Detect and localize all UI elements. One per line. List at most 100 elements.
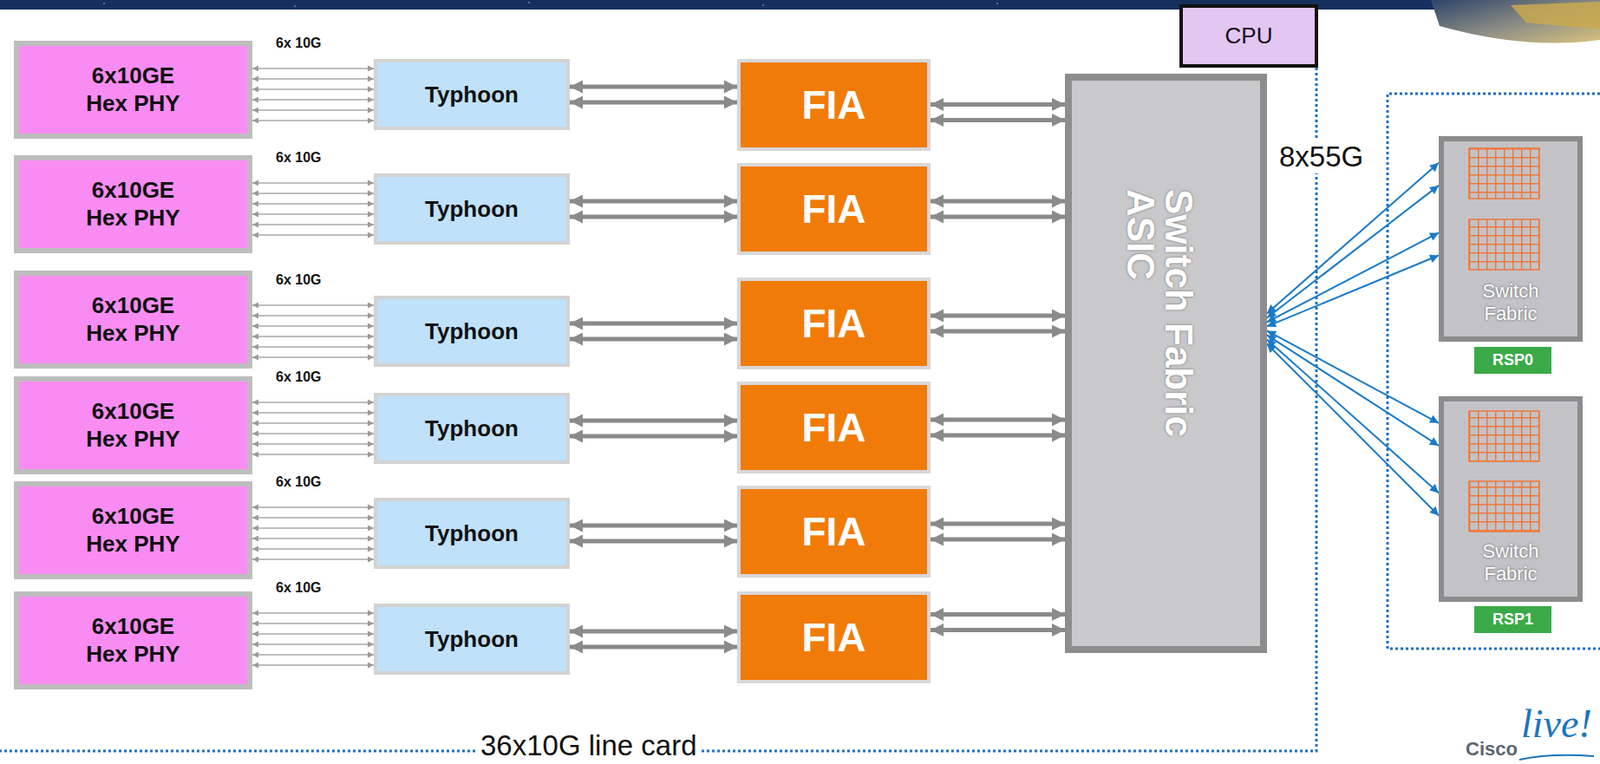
lane-link [252, 119, 374, 122]
node-text: FIA [801, 613, 866, 661]
internal-link [930, 199, 1065, 204]
link-rate: 6x 10G [275, 474, 321, 490]
fabric-link [1266, 339, 1439, 493]
internal-link [569, 539, 738, 544]
internal-link [569, 321, 738, 327]
link-rate: 6x 10G [275, 272, 321, 288]
npu-box: Typhoon [373, 392, 570, 464]
internal-link [569, 523, 738, 529]
logo-text: Cisco [1465, 737, 1518, 761]
rsp-fabric-card: Switch Fabric [1438, 136, 1583, 342]
lane-link [252, 98, 374, 101]
lane-link [252, 432, 374, 435]
node-text: RSP0 [1492, 351, 1534, 370]
lane-link [252, 422, 374, 425]
internal-link [569, 100, 738, 105]
fabric-link [1266, 232, 1439, 322]
lane-link [252, 67, 374, 70]
lane-link [252, 325, 374, 327]
node-text: 6x10GE Hex PHY [78, 613, 188, 667]
node-text: 6x10GE Hex PHY [78, 176, 188, 231]
rsp-fabric-card: Switch Fabric [1438, 396, 1583, 602]
switch-asic-box: Switch Fabric ASIC [1064, 73, 1267, 654]
node-text: RSP1 [1492, 610, 1534, 629]
node-text: FIA [801, 404, 866, 451]
lane-link [252, 346, 374, 348]
internal-link [569, 199, 738, 204]
internal-link [569, 434, 738, 439]
npu-box: Typhoon [373, 173, 570, 245]
lane-link [252, 453, 374, 456]
fabric-link [1266, 254, 1439, 327]
phy-box: 6x10GE Hex PHY [13, 40, 253, 139]
internal-link [930, 612, 1065, 617]
fabric-interface-box: FIA [737, 277, 931, 370]
lane-link [252, 558, 374, 561]
lane-link [252, 643, 374, 646]
rsp-card-fill [1441, 138, 1581, 340]
fabric-link [1266, 185, 1439, 319]
lane-link [252, 633, 374, 635]
internal-link [930, 102, 1065, 107]
node-text: Typhoon [424, 415, 519, 443]
internal-link [930, 417, 1065, 423]
lane-link [252, 537, 374, 540]
cpu-box: CPU [1179, 4, 1319, 68]
node-text: Typhoon [424, 626, 519, 654]
rsp-tag: RSP0 [1472, 345, 1554, 376]
npu-box: Typhoon [373, 603, 570, 675]
internal-link [930, 522, 1065, 527]
crossbar-icon [1469, 219, 1540, 270]
lane-link [252, 527, 374, 529]
fabric-rate: 8x55G [1276, 140, 1366, 174]
crossbar-icon [1469, 481, 1540, 532]
link-rate: 6x 10G [275, 580, 321, 596]
internal-link [930, 117, 1065, 123]
lane-link [252, 622, 374, 625]
crossbar-icon [1469, 411, 1540, 462]
internal-link [569, 629, 738, 634]
lane-link [252, 182, 374, 184]
lane-link [252, 506, 374, 509]
fabric-interface-box: FIA [737, 58, 931, 151]
node-text: FIA [801, 81, 866, 129]
node-text: Typhoon [424, 318, 519, 346]
internal-link [930, 329, 1065, 334]
phy-box: 6x10GE Hex PHY [13, 270, 253, 369]
lane-link [252, 411, 374, 414]
node-text: 6x10GE Hex PHY [78, 502, 188, 557]
region-caption: 36x10G line card [475, 729, 702, 763]
internal-link [569, 645, 738, 650]
fabric-interface-box: FIA [737, 381, 931, 474]
node-text: FIA [801, 508, 866, 556]
node-text: 6x10GE Hex PHY [78, 62, 188, 117]
internal-link [930, 537, 1065, 543]
logo-swoosh [1519, 755, 1594, 760]
internal-link [569, 84, 738, 90]
phy-box: 6x10GE Hex PHY [13, 481, 253, 580]
phy-box: 6x10GE Hex PHY [13, 591, 253, 690]
lane-link [252, 612, 374, 614]
node-text: CPU [1225, 22, 1274, 50]
npu-box: Typhoon [373, 497, 570, 569]
lane-link [252, 443, 374, 445]
node-text: Typhoon [424, 195, 519, 223]
lane-link [252, 401, 374, 404]
fabric-interface-box: FIA [737, 591, 931, 684]
lane-link [252, 234, 374, 236]
rsp-tag: RSP1 [1472, 604, 1554, 635]
node-text: Switch Fabric [1475, 280, 1546, 325]
crossbar-icon [1469, 148, 1540, 199]
internal-link [930, 313, 1065, 319]
internal-link [569, 215, 738, 220]
lane-link [252, 192, 374, 195]
node-text: FIA [801, 185, 866, 233]
internal-link [930, 433, 1065, 438]
link-rate: 6x 10G [275, 369, 321, 386]
line-card-boundary [0, 67, 1317, 752]
fabric-interface-box: FIA [737, 485, 931, 578]
lane-link [252, 304, 374, 307]
link-rate: 6x 10G [275, 35, 321, 52]
phy-box: 6x10GE Hex PHY [13, 155, 253, 254]
